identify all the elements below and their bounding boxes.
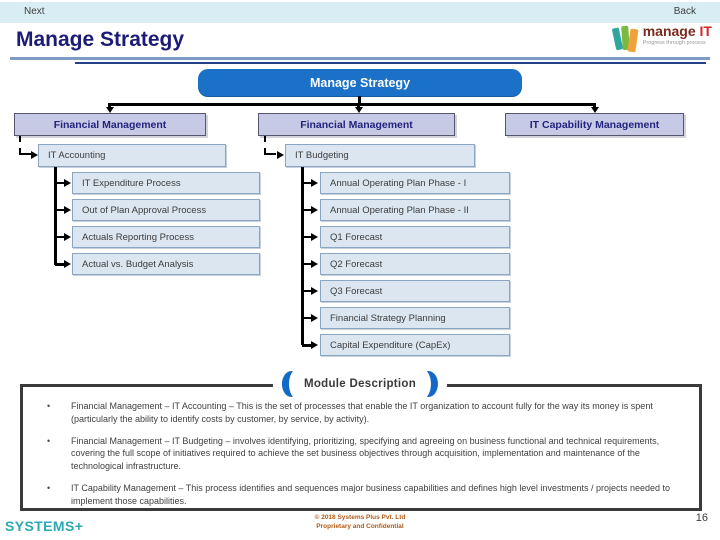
right-crescent-icon [424,371,439,397]
bullet-icon: • [47,435,51,446]
org-node-process: Actual vs. Budget Analysis [72,253,260,275]
header-rule-light [10,57,710,60]
page-title: Manage Strategy [16,28,185,51]
arrow-right-icon [64,206,71,214]
org-node-process: Q1 Forecast [320,226,510,248]
bullet-icon: • [47,401,51,411]
connector-solid [55,263,64,266]
manage-it-logo: manage IT Progress through process [611,23,712,59]
copyright-line2: Proprietary and Confidential [316,522,404,530]
copyright-line1: © 2018 Systems Plus Pvt. Ltd [314,514,406,521]
connector-dashed [264,136,266,154]
connector-dashed [19,136,21,154]
header-rule-dark [75,62,706,64]
logo-text: manage IT Progress through process [642,23,712,47]
logo-brand: manage IT [642,23,712,39]
back-button[interactable]: Back [673,6,696,17]
books-icon [611,24,639,59]
connector-dashed [304,290,311,292]
logo-tagline: Progress through process [642,40,706,46]
bullet-item: • Financial Management – IT Budgeting – … [35,435,679,473]
arrow-right-icon [64,233,71,241]
org-node-it-accounting: IT Accounting [38,144,226,167]
top-nav-bar: Next Back [0,2,720,23]
arrow-right-icon [311,206,318,214]
bullet-text: Financial Management – IT Budgeting – in… [71,435,660,472]
connector-drop-middle [357,103,360,107]
module-description-header: Module Description [272,371,448,397]
connector-dashed [304,209,311,211]
connector-drop-right [593,103,596,107]
arrow-right-icon [277,151,284,159]
connector-root-horizontal [110,103,596,106]
connector-root-stub [358,96,361,103]
connector-dashed [57,182,64,184]
org-node-process: Out of Plan Approval Process [72,199,260,221]
connector-dashed [19,153,31,155]
page-number: 16 [695,512,708,524]
connector-dashed [264,153,276,155]
bullet-item: • Financial Management – IT Accounting –… [35,400,679,426]
arrow-right-icon [311,233,318,241]
connector-column1-spine [54,167,57,265]
org-node-process: Financial Strategy Planning [320,307,510,329]
connector-dashed [57,236,64,238]
org-node-it-budgeting: IT Budgeting [285,144,475,167]
connector-dashed [304,317,311,319]
arrow-down-icon [106,107,114,113]
connector-dashed [304,236,311,238]
next-button[interactable]: Next [24,6,45,17]
org-node-process: Q2 Forecast [320,253,510,275]
systems-plus-logo: SYSTEMS+ [5,518,84,534]
connector-column2-spine [301,167,304,345]
org-node-financial-management-2: Financial Management [258,113,455,136]
connector-dashed [304,263,311,265]
org-node-process: Capital Expenditure (CapEx) [320,334,510,356]
org-node-process: IT Expenditure Process [72,172,260,194]
module-description-panel: • Financial Management – IT Accounting –… [20,384,702,511]
arrow-down-icon [355,107,363,113]
copyright-text: © 2018 Systems Plus Pvt. Ltd Proprietary… [0,514,720,531]
bullet-text: IT Capability Management – This process … [71,482,671,506]
org-node-process: Q3 Forecast [320,280,510,302]
org-node-process: Annual Operating Plan Phase - II [320,199,510,221]
org-node-it-capability-management: IT Capability Management [505,113,684,136]
org-root-node: Manage Strategy [198,69,522,96]
logo-brand-suffix: IT [695,23,712,39]
arrow-right-icon [311,287,318,295]
bullet-icon: • [47,482,51,493]
org-node-process: Actuals Reporting Process [72,226,260,248]
arrow-right-icon [311,260,318,268]
arrow-right-icon [31,151,38,159]
org-node-financial-management-1: Financial Management [14,113,206,136]
bullet-text: Financial Management – IT Accounting – T… [71,401,653,424]
arrow-right-icon [311,314,318,322]
arrow-right-icon [311,179,318,187]
arrow-down-icon [591,107,599,113]
module-description-title: Module Description [303,378,417,390]
arrow-right-icon [64,260,71,268]
org-node-process: Annual Operating Plan Phase - I [320,172,510,194]
left-crescent-icon [281,371,296,397]
arrow-right-icon [64,179,71,187]
bullet-item: • IT Capability Management – This proces… [35,482,679,508]
connector-drop-left [108,103,111,107]
connector-dashed [57,209,64,211]
arrow-right-icon [311,341,318,349]
connector-dashed [304,182,311,184]
connector-solid [302,344,311,347]
